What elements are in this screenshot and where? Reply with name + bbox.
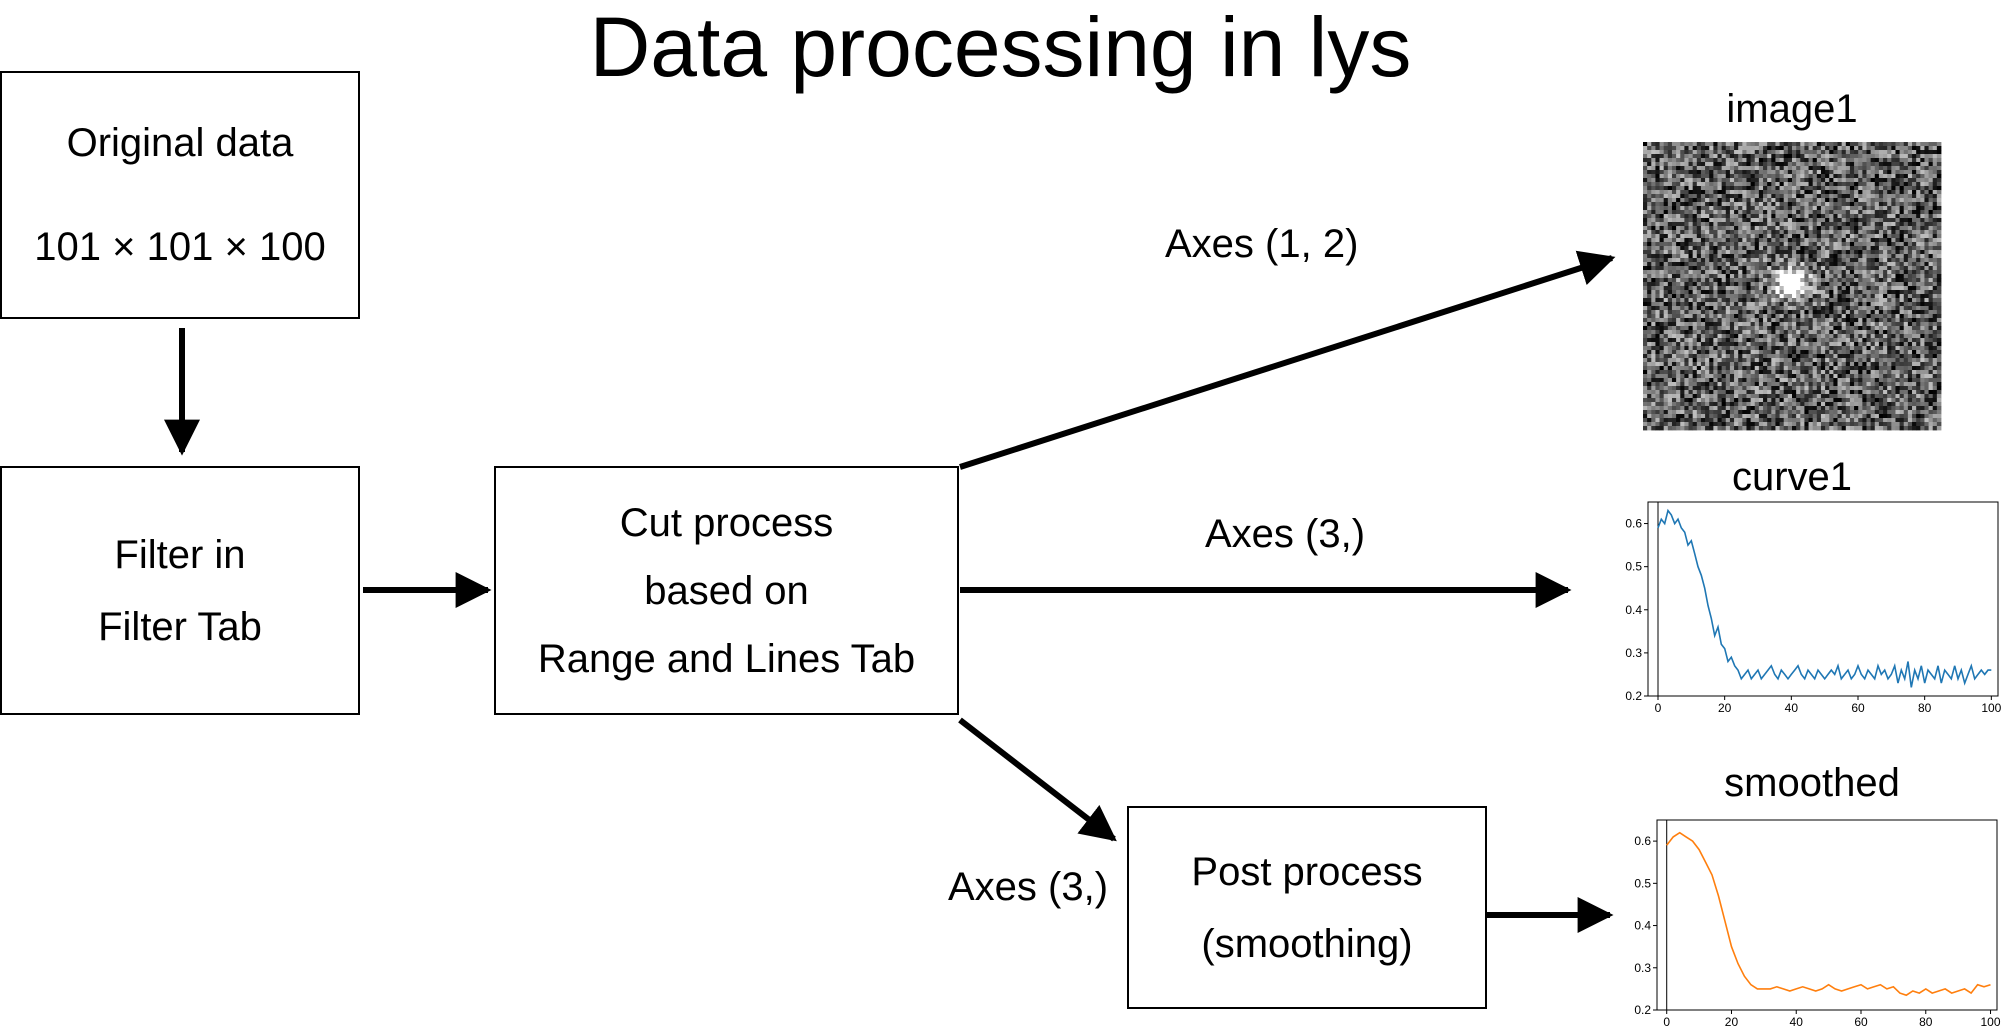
smoothed-x-tick-label: 0 (1663, 1015, 1670, 1029)
curve1-x-tick-label: 80 (1918, 701, 1932, 715)
curve1-x-tick-label: 0 (1655, 701, 1662, 715)
curve1-x-tick-label: 100 (1981, 701, 2001, 715)
page-title: Data processing in lys (589, 0, 1412, 94)
image1-heatmap (1643, 142, 1942, 431)
filter-box: Filter in Filter Tab (0, 466, 360, 715)
smoothed-x-tick-label: 20 (1725, 1015, 1739, 1029)
original-data-shape: 101 × 101 × 100 (34, 225, 326, 269)
smoothed-plot: 0 20 40 60 80 100 0.2 0.3 0.4 0.5 0.6 (1634, 819, 2001, 1029)
post-process-line1: Post process (1191, 849, 1423, 894)
smoothed-y-tick-label: 0.6 (1634, 834, 1651, 848)
edge-label-curve: Axes (3,) (1205, 512, 1366, 556)
post-process-line2: (smoothing) (1201, 921, 1413, 966)
curve1-x-tick-label: 20 (1718, 701, 1732, 715)
cut-process-box: Cut process based on Range and Lines Tab (494, 466, 959, 715)
arrow-cut-to-image (959, 250, 1616, 470)
curve1-y-tick-label: 0.2 (1625, 689, 1642, 703)
smoothed-x-tick-label: 60 (1854, 1015, 1868, 1029)
smoothed-series-line (1666, 831, 1991, 997)
post-process-box: Post process (smoothing) (1127, 806, 1487, 1009)
smoothed-y-tick-label: 0.5 (1634, 876, 1651, 890)
curve1-y-tick-label: 0.5 (1625, 560, 1642, 574)
smoothed-y-tick-label: 0.3 (1634, 961, 1651, 975)
edge-label-image: Axes (1, 2) (1165, 222, 1359, 266)
curve1-x-tick-label: 60 (1851, 701, 1865, 715)
edge-label-post: Axes (3,) (948, 865, 1109, 909)
smoothed-y-tick-label: 0.4 (1634, 919, 1651, 933)
original-data-label: Original data (66, 121, 294, 165)
original-data-box: Original data 101 × 101 × 100 (0, 71, 360, 319)
curve1-y-tick-label: 0.3 (1625, 646, 1642, 660)
smoothed-x-tick-label: 100 (1981, 1015, 2001, 1029)
smoothed-axes-frame (1656, 819, 1998, 1011)
curve1-title: curve1 (1731, 455, 1853, 499)
smoothed-x-tick-label: 80 (1919, 1015, 1933, 1029)
curve1-y-tick-label: 0.4 (1625, 603, 1642, 617)
curve1-series-line (1657, 508, 1992, 688)
cut-process-line1: Cut process (619, 500, 834, 545)
filter-box-line1: Filter in (114, 532, 246, 577)
filter-box-line2: Filter Tab (98, 604, 262, 649)
smoothed-x-tick-label: 40 (1790, 1015, 1804, 1029)
smoothed-title: smoothed (1724, 761, 1900, 805)
curve1-axes-frame (1647, 501, 1999, 697)
smoothed-y-tick-label: 0.2 (1634, 1003, 1651, 1017)
cut-process-line3: Range and Lines Tab (537, 636, 916, 681)
image1-title: image1 (1726, 87, 1858, 131)
curve1-y-tick-label: 0.6 (1625, 517, 1642, 531)
arrow-cut-to-post (958, 717, 1117, 842)
cut-process-line2: based on (644, 568, 809, 613)
curve1-x-tick-label: 40 (1785, 701, 1799, 715)
curve1-plot: 0 20 40 60 80 100 0.2 0.3 0.4 0.5 0.6 (1625, 501, 2001, 715)
